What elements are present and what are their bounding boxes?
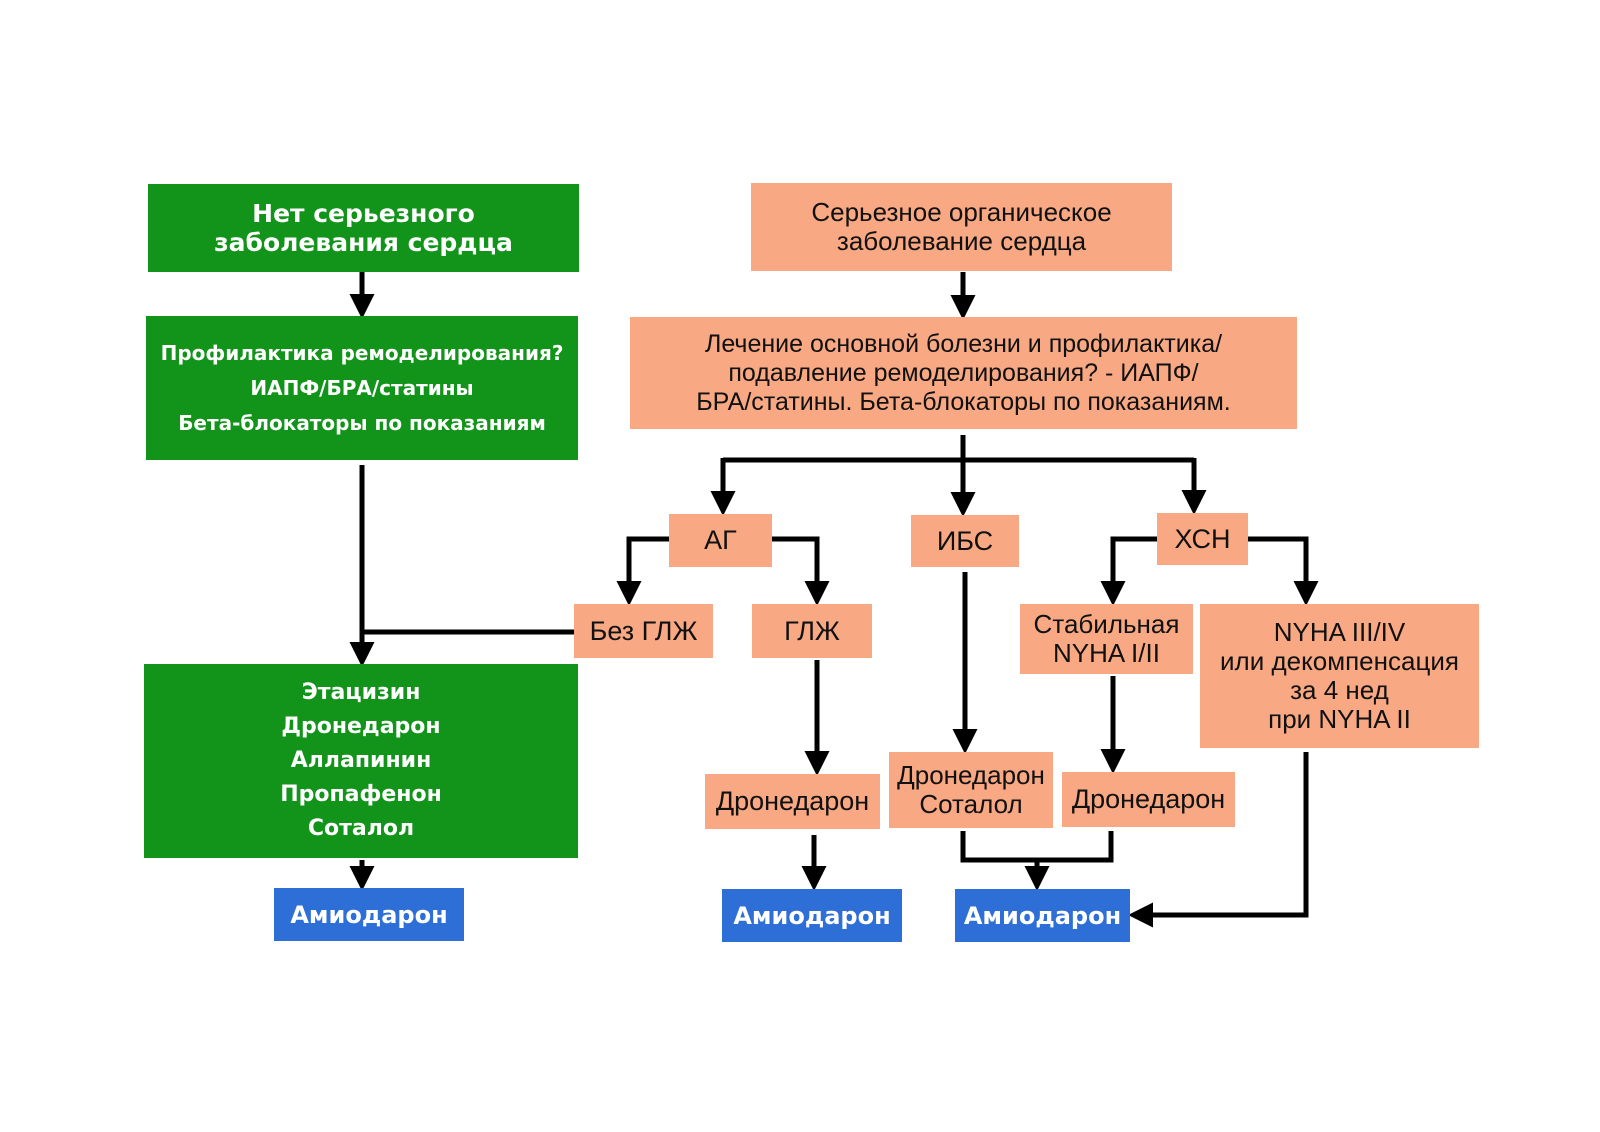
treatment-box: Лечение основной болезни и профилактика/…	[630, 317, 1297, 429]
prevention-line-3: Бета-блокаторы по показаниям	[178, 410, 546, 435]
hypertension-label: АГ	[704, 525, 737, 555]
treatment-line-3: БРА/статины. Бета-блокаторы по показания…	[696, 387, 1231, 416]
hsn-dronedarone-label: Дронедарон	[1071, 784, 1226, 814]
heart-failure-label: ХСН	[1174, 523, 1231, 554]
hypertension-box: АГ	[669, 514, 772, 567]
ibs-drug-1: Дронедарон	[897, 760, 1045, 790]
lvh-box: ГЛЖ	[752, 604, 872, 658]
amiodarone-box-ag: Амиодарон	[722, 889, 902, 942]
ischemic-heart-disease-label: ИБС	[936, 525, 994, 556]
treatment-line-1: Лечение основной болезни и профилактика/	[704, 329, 1223, 358]
drug-allapinin: Аллапинин	[290, 748, 432, 773]
no-lvh-box: Без ГЛЖ	[574, 604, 713, 658]
stable-line-2: NYHA I/II	[1053, 638, 1160, 668]
stable-nyha-box: Стабильная NYHA I/II	[1020, 604, 1193, 674]
lvh-dronedarone-label: Дронедарон	[715, 786, 870, 816]
severe-nyha-box: NYHA III/IV или декомпенсация за 4 нед п…	[1200, 604, 1479, 748]
serious-disease-box: Серьезное органическое заболевание сердц…	[751, 183, 1172, 271]
left-drugs-box: Этацизин Дронедарон Аллапинин Пропафенон…	[144, 664, 578, 858]
ibs-drug-2: Соталол	[919, 789, 1023, 819]
no-serious-line-1: Нет серьезного	[252, 199, 475, 228]
arrow-hsn-to-severe	[1248, 536, 1319, 606]
heart-failure-box: ХСН	[1157, 513, 1248, 565]
no-lvh-label: Без ГЛЖ	[589, 615, 698, 646]
drug-sotalol: Соталол	[307, 816, 415, 841]
serious-line-2: заболевание сердца	[836, 226, 1087, 256]
ischemic-heart-disease-box: ИБС	[911, 515, 1019, 567]
no-serious-disease-box: Нет серьезного заболевания сердца	[148, 184, 579, 272]
severe-line-4: при NYHA II	[1268, 704, 1411, 734]
line-merge-ibs-hsn	[960, 831, 1114, 863]
ibs-drugs-box: Дронедарон Соталол	[889, 752, 1053, 828]
no-serious-line-2: заболевания сердца	[214, 228, 513, 257]
stable-line-1: Стабильная	[1033, 609, 1180, 639]
remodeling-prevention-box: Профилактика ремоделирования? ИАПФ/БРА/с…	[146, 316, 578, 460]
prevention-line-2: ИАПФ/БРА/статины	[250, 375, 474, 400]
drug-dronedarone: Дронедарон	[281, 714, 441, 739]
severe-line-1: NYHA III/IV	[1273, 617, 1406, 647]
hsn-dronedarone-box: Дронедарон	[1062, 772, 1235, 827]
lvh-dronedarone-box: Дронедарон	[705, 774, 880, 829]
amiodarone-box-left: Амиодарон	[274, 888, 464, 941]
arrow-hsn-to-stable	[1100, 536, 1157, 606]
drug-propafenone: Пропафенон	[280, 782, 442, 807]
drug-etacizin: Этацизин	[301, 680, 421, 705]
amiodarone-ag-label: Амиодарон	[733, 901, 891, 930]
prevention-line-1: Профилактика ремоделирования?	[160, 340, 564, 365]
amiodarone-right-label: Амиодарон	[963, 901, 1122, 930]
amiodarone-label: Амиодарон	[290, 900, 448, 929]
lvh-label: ГЛЖ	[784, 615, 840, 646]
treatment-line-2: подавление ремоделирования? - ИАПФ/	[728, 358, 1199, 387]
severe-line-2: или декомпенсация	[1220, 646, 1459, 676]
serious-line-1: Серьезное органическое	[811, 197, 1112, 227]
arrow-severe-to-amiodarone	[1128, 752, 1309, 928]
arrow-ag-to-no-lvh	[616, 536, 669, 606]
amiodarone-box-right: Амиодарон	[955, 889, 1130, 942]
arrow-ag-to-lvh	[772, 536, 830, 606]
severe-line-3: за 4 нед	[1290, 675, 1389, 705]
